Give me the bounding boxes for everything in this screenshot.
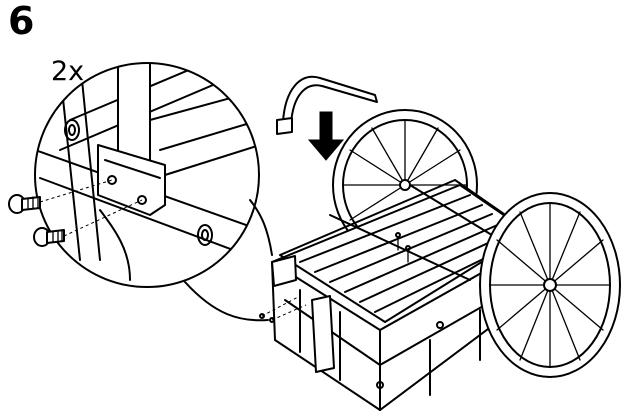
quantity-label: 2x xyxy=(51,56,85,87)
trailer-assembly xyxy=(259,109,621,411)
step-number: 6 xyxy=(8,0,35,43)
screw-icon xyxy=(8,194,41,214)
handle-bar-part xyxy=(276,75,378,135)
spoked-wheel-icon xyxy=(479,192,621,378)
detail-magnifier xyxy=(8,62,273,322)
screw-icon xyxy=(33,227,65,247)
down-arrow-icon xyxy=(307,111,345,161)
